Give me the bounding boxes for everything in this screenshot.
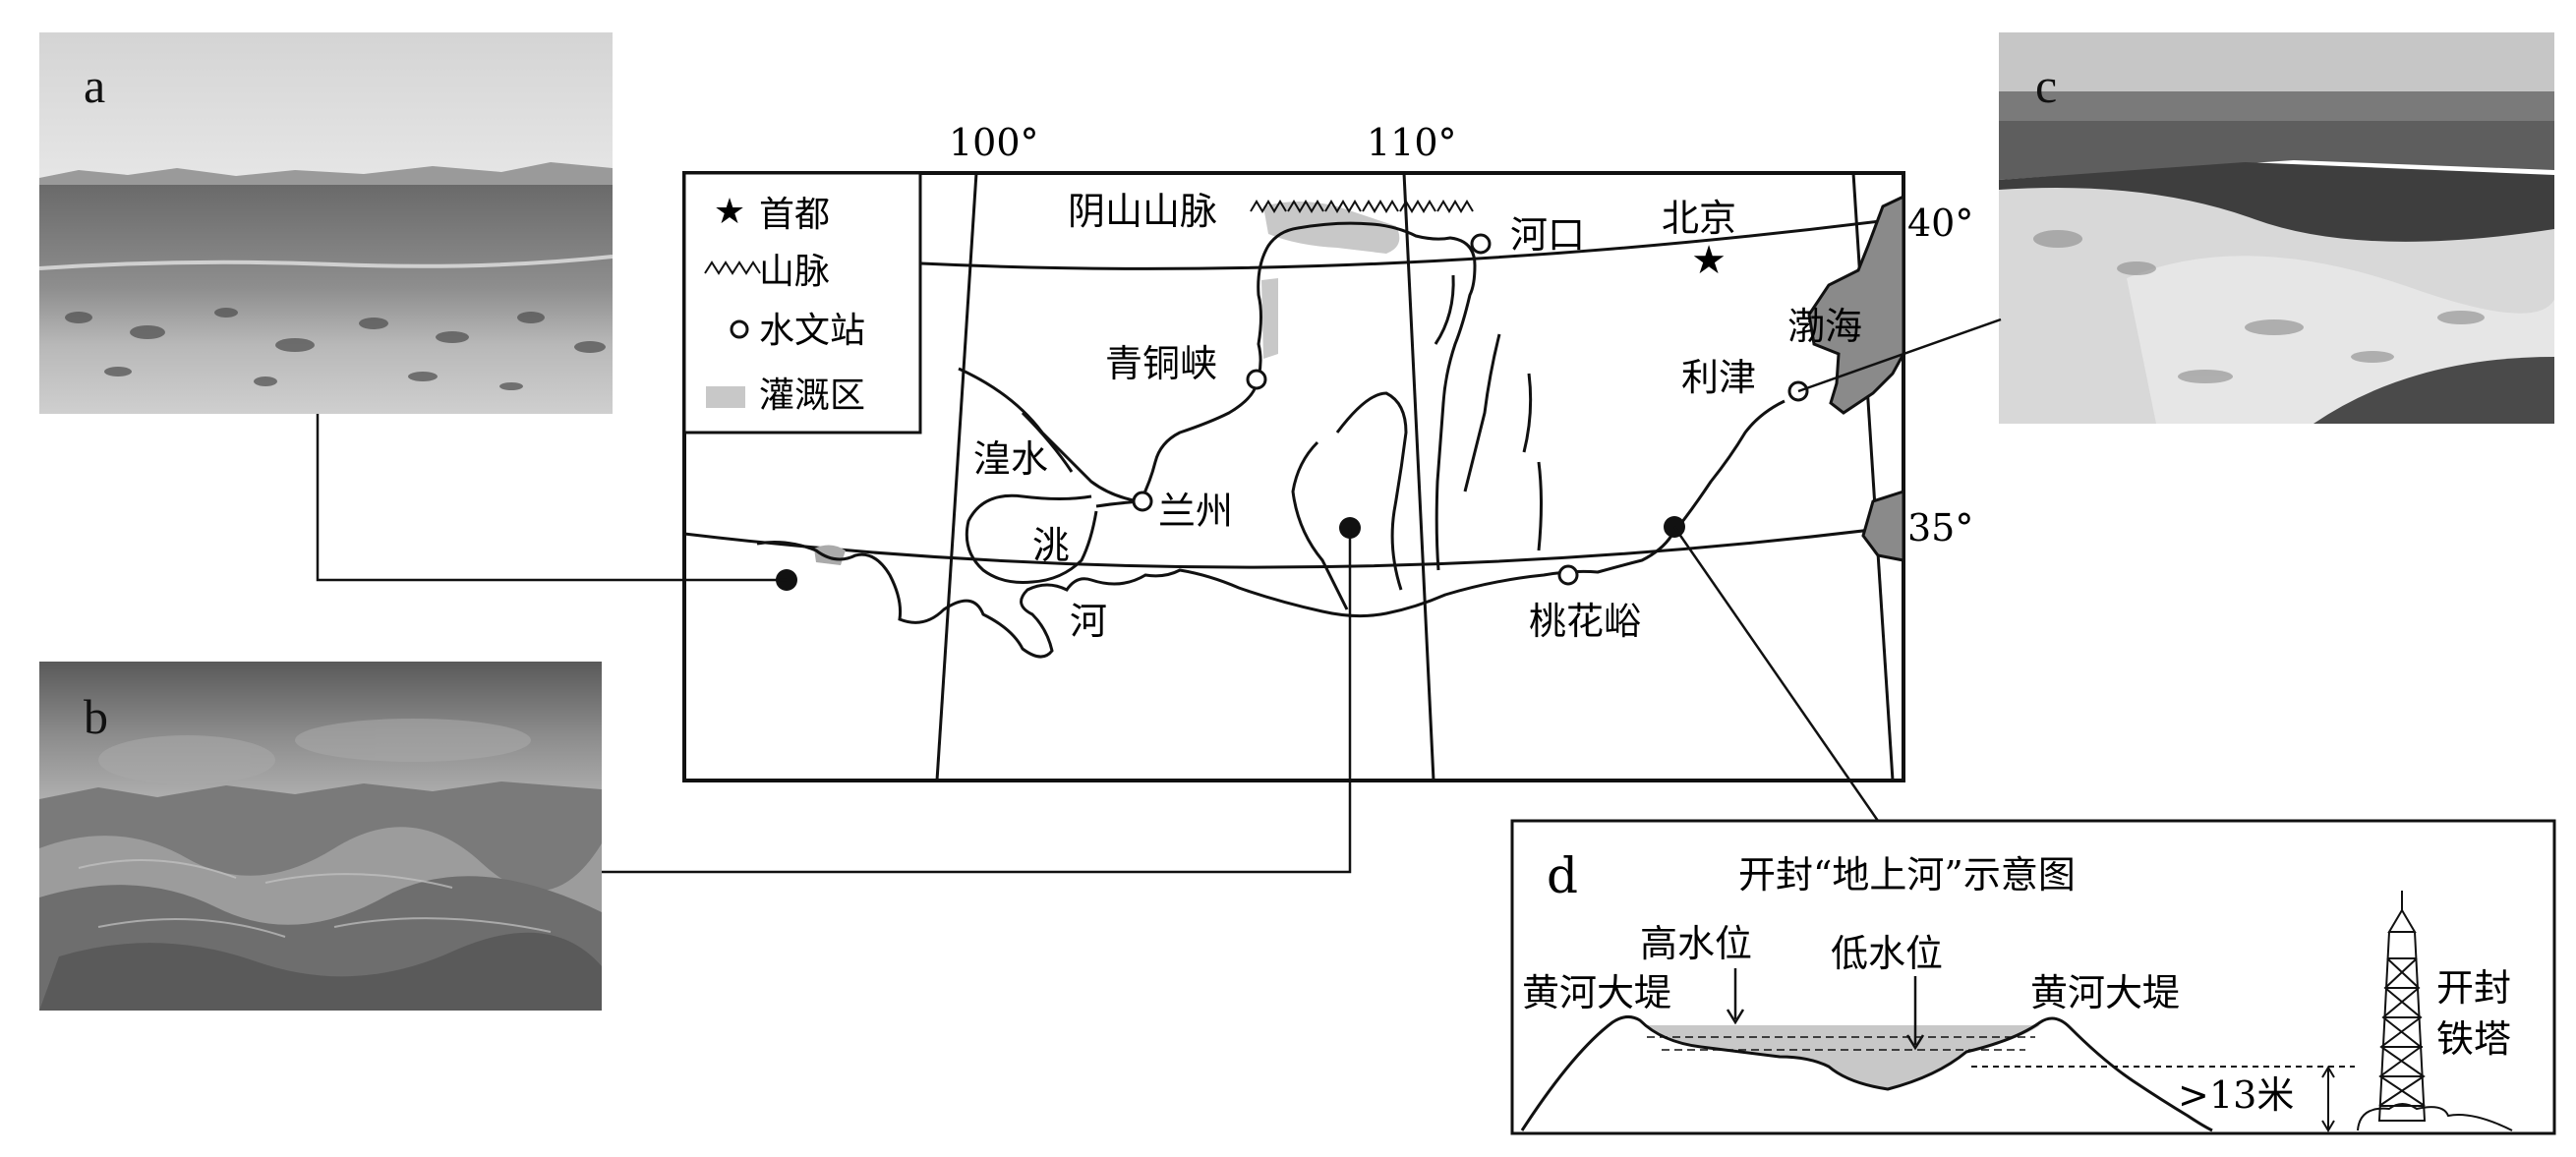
leader-c — [1797, 318, 2002, 393]
leader-d — [1672, 526, 1880, 822]
levee-profile — [1520, 1015, 2213, 1132]
meridian-100 — [935, 172, 978, 781]
lat-label-40: 40° — [1907, 202, 1973, 245]
river-east-1 — [1522, 373, 1533, 453]
parallel-40 — [920, 216, 1904, 270]
leader-b — [602, 528, 1352, 874]
label-hekou: 河口 — [1510, 213, 1585, 257]
lat-label-35: 35° — [1907, 506, 1973, 550]
label-lijin: 利津 — [1681, 356, 1756, 399]
legend-mountain: 山脉 — [759, 252, 830, 292]
legend-station: 水文站 — [759, 311, 865, 351]
river-east-2 — [1537, 461, 1543, 551]
station-qingtongxia — [1246, 369, 1267, 390]
huangshui-branch — [1021, 411, 1074, 473]
inset-d-label: d — [1547, 847, 1578, 904]
mountain-icon — [704, 260, 761, 275]
lon-label-100: 100° — [949, 121, 1039, 164]
parallel-35 — [683, 524, 1904, 569]
tao-river — [965, 493, 1098, 584]
river-north — [1434, 274, 1455, 345]
tower-label-1: 开封 — [2436, 966, 2511, 1010]
photo-b-image — [39, 662, 602, 1011]
beijing-star-icon: ★ — [1691, 238, 1727, 283]
high-water-arrowhead — [1726, 1009, 1745, 1025]
station-taohuayu — [1557, 564, 1579, 586]
label-lanzhou: 兰州 — [1158, 490, 1233, 533]
photo-b-label: b — [84, 689, 108, 744]
label-tao: 洮 — [1032, 524, 1070, 567]
yinshan-mountains — [1250, 200, 1474, 213]
label-yinshan: 阴山山脉 — [1068, 190, 1217, 233]
label-taohuayu: 桃花峪 — [1529, 600, 1641, 643]
height-arrowheads — [2321, 1066, 2335, 1132]
photo-a-label: a — [84, 58, 106, 113]
wei-river-1 — [1291, 440, 1349, 610]
height-label: 13米 — [2209, 1073, 2294, 1117]
low-water-label: 低水位 — [1831, 932, 1943, 975]
high-water-label: 高水位 — [1640, 922, 1752, 965]
hetao-irrigation — [1263, 202, 1400, 254]
yellow-sea — [1861, 489, 1905, 562]
fen-river — [1463, 333, 1501, 492]
meridian-110 — [1402, 172, 1435, 781]
bohai-sea — [1807, 194, 1905, 415]
height-gt-icon: > — [2178, 1073, 2209, 1117]
inset-d-title: 开封“地上河”示意图 — [1738, 853, 2076, 897]
map-frame — [682, 171, 1905, 782]
tower-label-2: 铁塔 — [2436, 1017, 2511, 1061]
station-hekou — [1470, 233, 1492, 255]
source-lake — [814, 545, 846, 565]
levee-right-label: 黄河大堤 — [2030, 971, 2180, 1014]
leader-a — [316, 414, 787, 582]
photo-c-label: c — [2035, 58, 2058, 113]
lon-label-110: 110° — [1367, 121, 1457, 164]
legend-capital: 首都 — [759, 195, 830, 235]
label-qingtongxia: 青铜峡 — [1105, 342, 1217, 385]
photo-a — [39, 32, 613, 414]
yellow-river-lower — [756, 399, 1786, 659]
ningxia-irrigation — [1261, 278, 1278, 359]
label-beijing: 北京 — [1662, 197, 1736, 240]
irrigation-icon — [706, 386, 745, 408]
label-bohai: 渤海 — [1787, 305, 1862, 348]
capital-star-icon: ★ — [714, 192, 745, 232]
photo-c-image — [1999, 32, 2554, 424]
photo-c — [1999, 32, 2554, 424]
river-water — [1647, 1025, 2040, 1089]
iron-tower-icon — [2357, 891, 2513, 1131]
photo-a-image — [39, 32, 613, 414]
low-water-arrowhead — [1905, 1034, 1925, 1051]
photo-b — [39, 662, 602, 1011]
label-he: 河 — [1070, 600, 1107, 643]
wei-river-2 — [1335, 391, 1408, 591]
yellow-river-loop — [1139, 221, 1477, 571]
station-lanzhou — [1132, 491, 1153, 512]
legend-irrigation: 灌溉区 — [759, 376, 865, 416]
station-icon — [730, 319, 749, 339]
huangshui-river — [958, 367, 1140, 503]
label-huangshui: 湟水 — [973, 437, 1048, 481]
levee-left-label: 黄河大堤 — [1522, 971, 1671, 1014]
